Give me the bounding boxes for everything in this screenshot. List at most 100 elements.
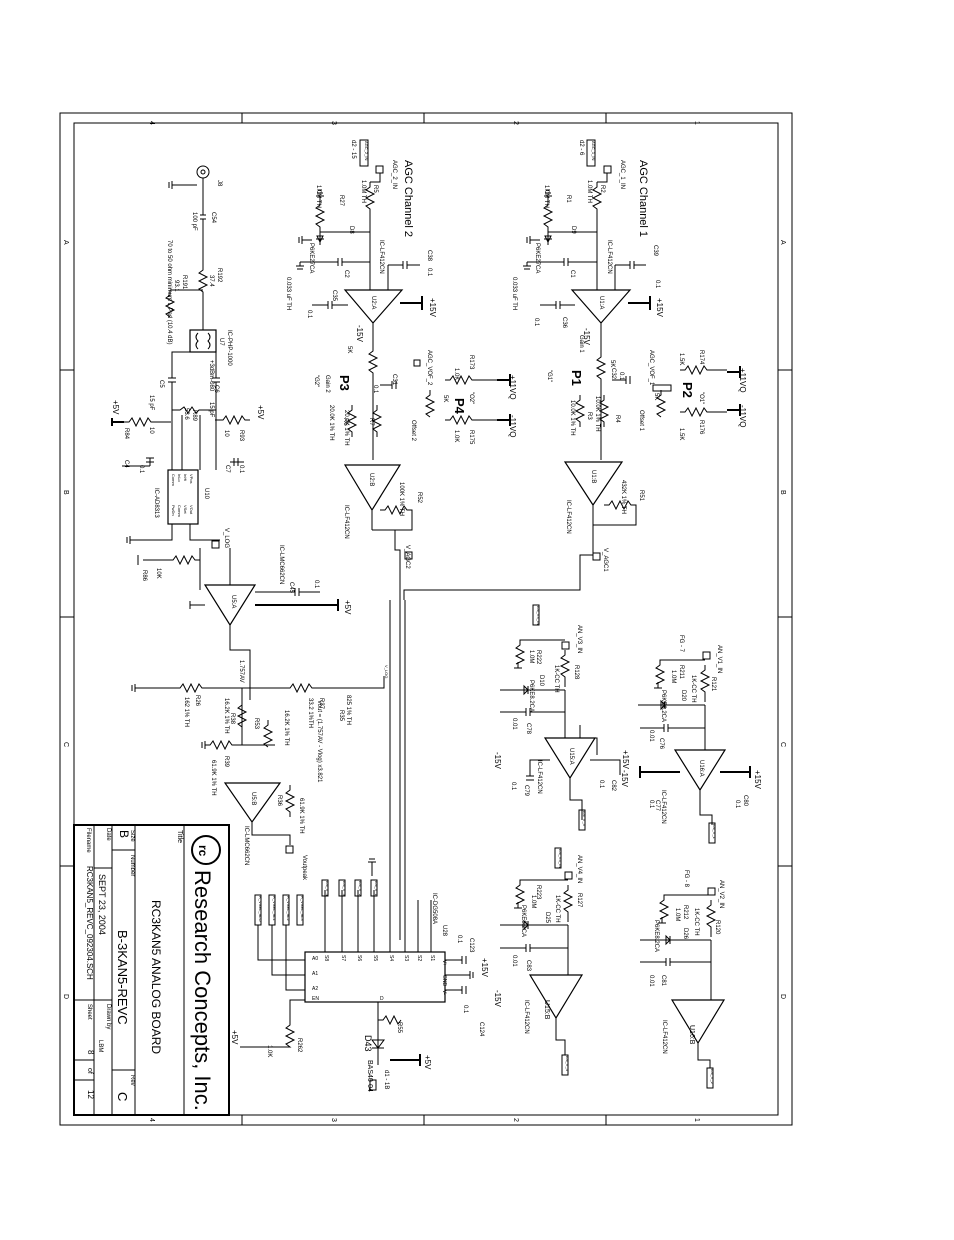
sheet-value: 8 — [86, 1050, 95, 1055]
svg-text:AGC_VOF_1: AGC_VOF_1 — [648, 350, 654, 386]
drawn-by: LBM — [97, 1040, 103, 1052]
svg-text:100 pF: 100 pF — [191, 212, 197, 231]
svg-text:C4: C4 — [123, 460, 129, 468]
row-label-d-right: D — [779, 994, 786, 999]
svg-text:P6KE27CA: P6KE27CA — [308, 243, 314, 273]
svg-text:U5:A: U5:A — [230, 595, 236, 608]
resistor-r38 — [236, 700, 248, 728]
resistor-r176 — [680, 406, 727, 418]
svg-text:+5V: +5V — [343, 600, 352, 615]
input-buffer-v3: AN_V3_IN AN_V3_IN R222 1.0M R128 1K-CC T… — [493, 604, 630, 831]
svg-text:V-: V- — [441, 990, 447, 995]
resistor-r175 — [445, 414, 497, 426]
size-caption: Size — [129, 830, 135, 842]
capacitor-c4 — [122, 457, 154, 467]
svg-text:R121: R121 — [710, 677, 716, 692]
capacitor-c123 — [445, 956, 467, 964]
diode-d9 — [544, 232, 552, 245]
svg-text:R191: R191 — [181, 275, 187, 290]
svg-text:10.0K 1% TH: 10.0K 1% TH — [569, 400, 575, 436]
svg-text:P6KE8.2CA: P6KE8.2CA — [653, 920, 659, 952]
col-label-1-top: 1 — [693, 121, 700, 125]
svg-text:0.1: 0.1 — [734, 800, 740, 809]
drawing-border — [59, 112, 793, 1126]
svg-text:C81: C81 — [660, 975, 666, 987]
svg-text:U16:A: U16:A — [698, 760, 704, 777]
agc2-heading: AGC Channel 2 — [402, 160, 414, 237]
svg-text:R6: R6 — [342, 418, 348, 426]
svg-text:R52: R52 — [416, 492, 422, 504]
capacitor-c32 — [612, 376, 631, 384]
capacitor-c1 — [527, 258, 590, 266]
svg-text:C79: C79 — [523, 785, 529, 797]
connector-j8 — [196, 165, 210, 179]
svg-text:R192: R192 — [216, 268, 222, 283]
svg-text:+5V: +5V — [423, 1055, 432, 1070]
svg-text:C35: C35 — [331, 290, 337, 302]
l-pad-note: 70 to 50 ohm minimum L Pad (10.4 dB) — [166, 240, 172, 345]
svg-text:10: 10 — [223, 430, 229, 437]
svg-text:d2 - 15: d2 - 15 — [350, 140, 356, 159]
svg-text:InHi: InHi — [183, 474, 188, 481]
col-label-4-bottom: 4 — [148, 1118, 155, 1122]
svg-text:C83: C83 — [525, 960, 531, 972]
svg-text:InLo: InLo — [177, 474, 182, 483]
resistor-r86 — [143, 554, 200, 566]
svg-text:V_LOG: V_LOG — [384, 665, 389, 678]
svg-text:+5V: +5V — [230, 1030, 239, 1045]
opamp-u2b — [343, 464, 402, 512]
resistor-r223 — [514, 879, 568, 905]
svg-text:V_LOG: V_LOG — [223, 528, 229, 548]
u28-pin-labels: S8 S7 S6 S5 S4 S3 S2 S1 A0 A1 A2 EN V+ G… — [312, 955, 447, 1002]
svg-text:AN_V_3: AN_V_3 — [582, 811, 587, 827]
capacitor-c38 — [388, 261, 420, 269]
resistor-r93 — [215, 414, 250, 426]
capacitor-c31 — [380, 381, 397, 389]
svg-text:AN_V1_IN: AN_V1_IN — [716, 645, 722, 673]
svg-text:+3dBm-080: +3dBm-080 — [208, 360, 214, 392]
svg-text:R89: R89 — [191, 410, 197, 422]
svg-text:16.2K 1% TH: 16.2K 1% TH — [223, 698, 229, 734]
svg-text:AN_V_1: AN_V_1 — [712, 824, 717, 840]
svg-text:1K-CC TH: 1K-CC TH — [554, 895, 560, 923]
net-agc1-in — [586, 139, 596, 167]
svg-text:R174: R174 — [698, 350, 704, 365]
svg-text:C38: C38 — [426, 250, 432, 262]
svg-text:C31: C31 — [391, 374, 397, 386]
rev-value: C — [115, 1092, 130, 1101]
svg-text:1.5K: 1.5K — [678, 428, 684, 440]
svg-text:AN_V_3: AN_V_3 — [342, 881, 347, 897]
resistor-r191 — [164, 289, 203, 318]
svg-text:FG - 8: FG - 8 — [683, 870, 689, 888]
opamp-u1b — [563, 461, 624, 507]
svg-text:5K: 5K — [442, 395, 448, 402]
svg-text:1K-CC TH: 1K-CC TH — [553, 665, 559, 693]
row-label-a-left: A — [62, 240, 69, 245]
svg-text:P6KE8.2CA: P6KE8.2CA — [520, 905, 526, 937]
svg-text:C2: C2 — [343, 270, 349, 278]
svg-text:"G2": "G2" — [313, 375, 319, 387]
svg-text:1.0M TH: 1.0M TH — [586, 180, 592, 203]
capacitor-c7 — [230, 458, 244, 466]
svg-text:+11VQ: +11VQ — [508, 375, 517, 400]
svg-text:C76: C76 — [658, 738, 664, 750]
svg-text:15 pF: 15 pF — [148, 395, 154, 411]
svg-text:R222: R222 — [535, 650, 541, 665]
svg-text:R27: R27 — [338, 195, 344, 207]
svg-text:"O1": "O1" — [698, 392, 704, 404]
net-v-agc1: V_AGC1 — [602, 548, 608, 572]
svg-text:Comm: Comm — [171, 474, 176, 486]
svg-text:Comm: Comm — [177, 505, 182, 517]
svg-text:P6KE8.2CA: P6KE8.2CA — [660, 690, 666, 722]
filename-caption: Filename — [85, 828, 91, 853]
diode-d26 — [640, 934, 711, 946]
col-label-1-bottom: 1 — [693, 1118, 700, 1122]
of-caption: of — [86, 1068, 93, 1074]
svg-text:P6KE8.2CA: P6KE8.2CA — [528, 680, 534, 712]
svg-text:1.5K: 1.5K — [678, 353, 684, 365]
svg-text:S2: S2 — [416, 955, 422, 961]
svg-text:0.01: 0.01 — [648, 730, 654, 742]
svg-text:U15:B: U15:B — [543, 1000, 550, 1020]
svg-text:VOut: VOut — [189, 505, 194, 515]
resistor-r84 — [124, 416, 171, 428]
